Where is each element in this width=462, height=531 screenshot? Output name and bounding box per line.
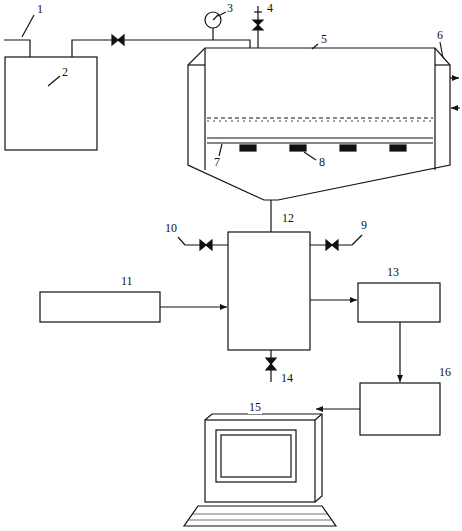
callout-number: 11 — [120, 275, 134, 288]
callout-number: 4 — [266, 2, 274, 15]
callout-number: 10 — [164, 222, 178, 235]
callout-number: 7 — [213, 156, 221, 169]
callout-number: 6 — [436, 29, 444, 42]
callout-number: 13 — [386, 266, 400, 279]
callout-number: 5 — [320, 33, 328, 46]
callout-number: 8 — [318, 156, 326, 169]
callout-number: 14 — [280, 372, 294, 385]
callout-number: 12 — [281, 212, 295, 225]
callout-number: 16 — [438, 366, 452, 379]
callout-number: 2 — [61, 66, 69, 79]
callout-number: 9 — [360, 219, 368, 232]
callout-number: 1 — [36, 3, 44, 16]
callout-number: 3 — [226, 2, 234, 15]
callout-number: 15 — [248, 401, 262, 414]
